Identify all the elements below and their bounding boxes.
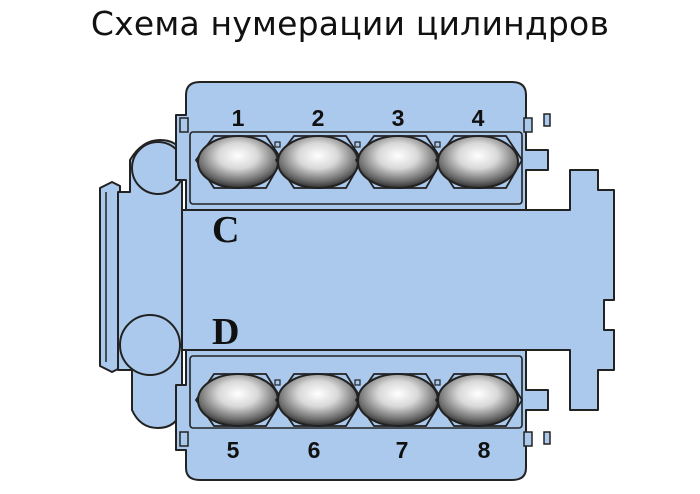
cylinder-2-label: 2: [312, 105, 325, 131]
bank-d-label: D: [212, 311, 239, 353]
cylinder-1: [194, 135, 284, 189]
cylinder-3: [354, 135, 444, 189]
cylinder-7-label: 7: [396, 437, 409, 463]
cylinder-8: [434, 373, 524, 427]
cylinder-8-label: 8: [478, 437, 491, 463]
bolt-tabs: [179, 113, 551, 447]
cylinder-6-label: 6: [308, 437, 321, 463]
cylinder-4: [434, 135, 524, 189]
bank-d-cylinders: [194, 373, 524, 427]
cylinder-5-label: 5: [227, 437, 240, 463]
bank-c-label: C: [212, 209, 239, 251]
cylinder-4-label: 4: [472, 105, 485, 131]
cylinder-3-label: 3: [392, 105, 405, 131]
cylinder-1-label: 1: [232, 105, 245, 131]
cylinder-7: [354, 373, 444, 427]
cylinder-2: [274, 135, 364, 189]
bank-c-cylinders: [194, 135, 524, 189]
cylinder-6: [274, 373, 364, 427]
cylinder-5: [194, 373, 284, 427]
diagram-title: Схема нумерации цилиндров: [90, 4, 610, 43]
